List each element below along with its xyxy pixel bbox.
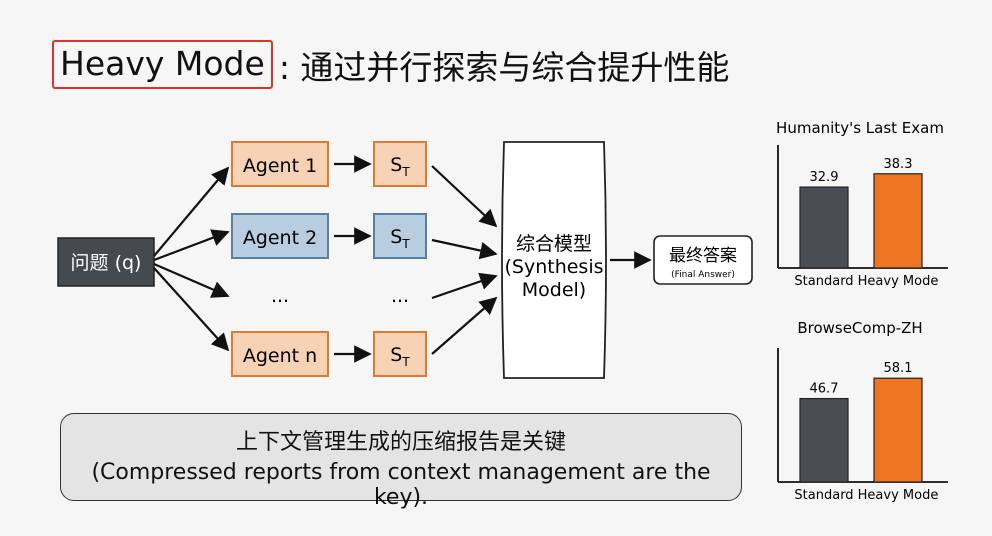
category-label: Standard [794,274,853,289]
bar-value-label: 32.9 [810,170,839,185]
state-n-box [373,331,427,377]
chart-title: BrowseComp-ZH [797,319,922,337]
final-answer-box [653,235,753,285]
synthesis-label-cn: 综合模型 [516,233,592,255]
agent-n-label: Agent n [243,345,317,367]
bar-standard [799,397,849,483]
agent-2-box [231,213,329,259]
state-1-label: ST [390,154,410,179]
fan-out-arrows [153,166,230,352]
key-note-en: (Compressed reports from context managem… [91,460,711,510]
synthesis-box [501,141,607,379]
final-answer-cn: 最终答案 [669,246,737,266]
category-label: Heavy Mode [858,488,939,503]
title-rest: : 通过并行探索与综合提升性能 [278,47,730,87]
state-2-box [373,213,427,259]
state-2-label: ST [390,226,410,251]
chart-title: Humanity's Last Exam [776,119,944,137]
input-label: 问题 (q) [71,252,142,274]
bar-heavy [873,173,923,269]
agent-state-arrows [334,155,372,363]
bar-value-label: 46.7 [810,382,839,397]
input-box [57,237,155,287]
agent-2-label: Agent 2 [243,227,317,249]
key-note-cn: 上下文管理生成的压缩报告是关键 [235,430,566,455]
final-answer-en: (Final Answer) [671,270,735,280]
slide-title: Heavy Mode : 通过并行探索与综合提升性能 [52,40,729,89]
title-highlight: Heavy Mode [52,40,273,89]
state-n-label: ST [390,344,410,369]
agent-n-box [231,331,329,377]
state-ellipsis: ... [391,285,409,307]
agent-ellipsis: ... [271,285,289,307]
agent-1-label: Agent 1 [243,155,317,177]
category-label: Heavy Mode [858,274,939,289]
synthesis-label-en2: Model) [522,279,586,301]
agent-1-box [231,141,329,187]
bar-value-label: 58.1 [884,361,913,376]
bar-standard [799,186,849,269]
category-label: Standard [794,488,853,503]
synthesis-label-en1: (Synthesis [504,256,603,278]
state-1-box [373,141,427,187]
converge-arrows [431,165,498,355]
bar-value-label: 38.3 [884,157,913,172]
bar-heavy [873,377,923,483]
key-note: 上下文管理生成的压缩报告是关键 (Compressed reports from… [60,413,742,510]
